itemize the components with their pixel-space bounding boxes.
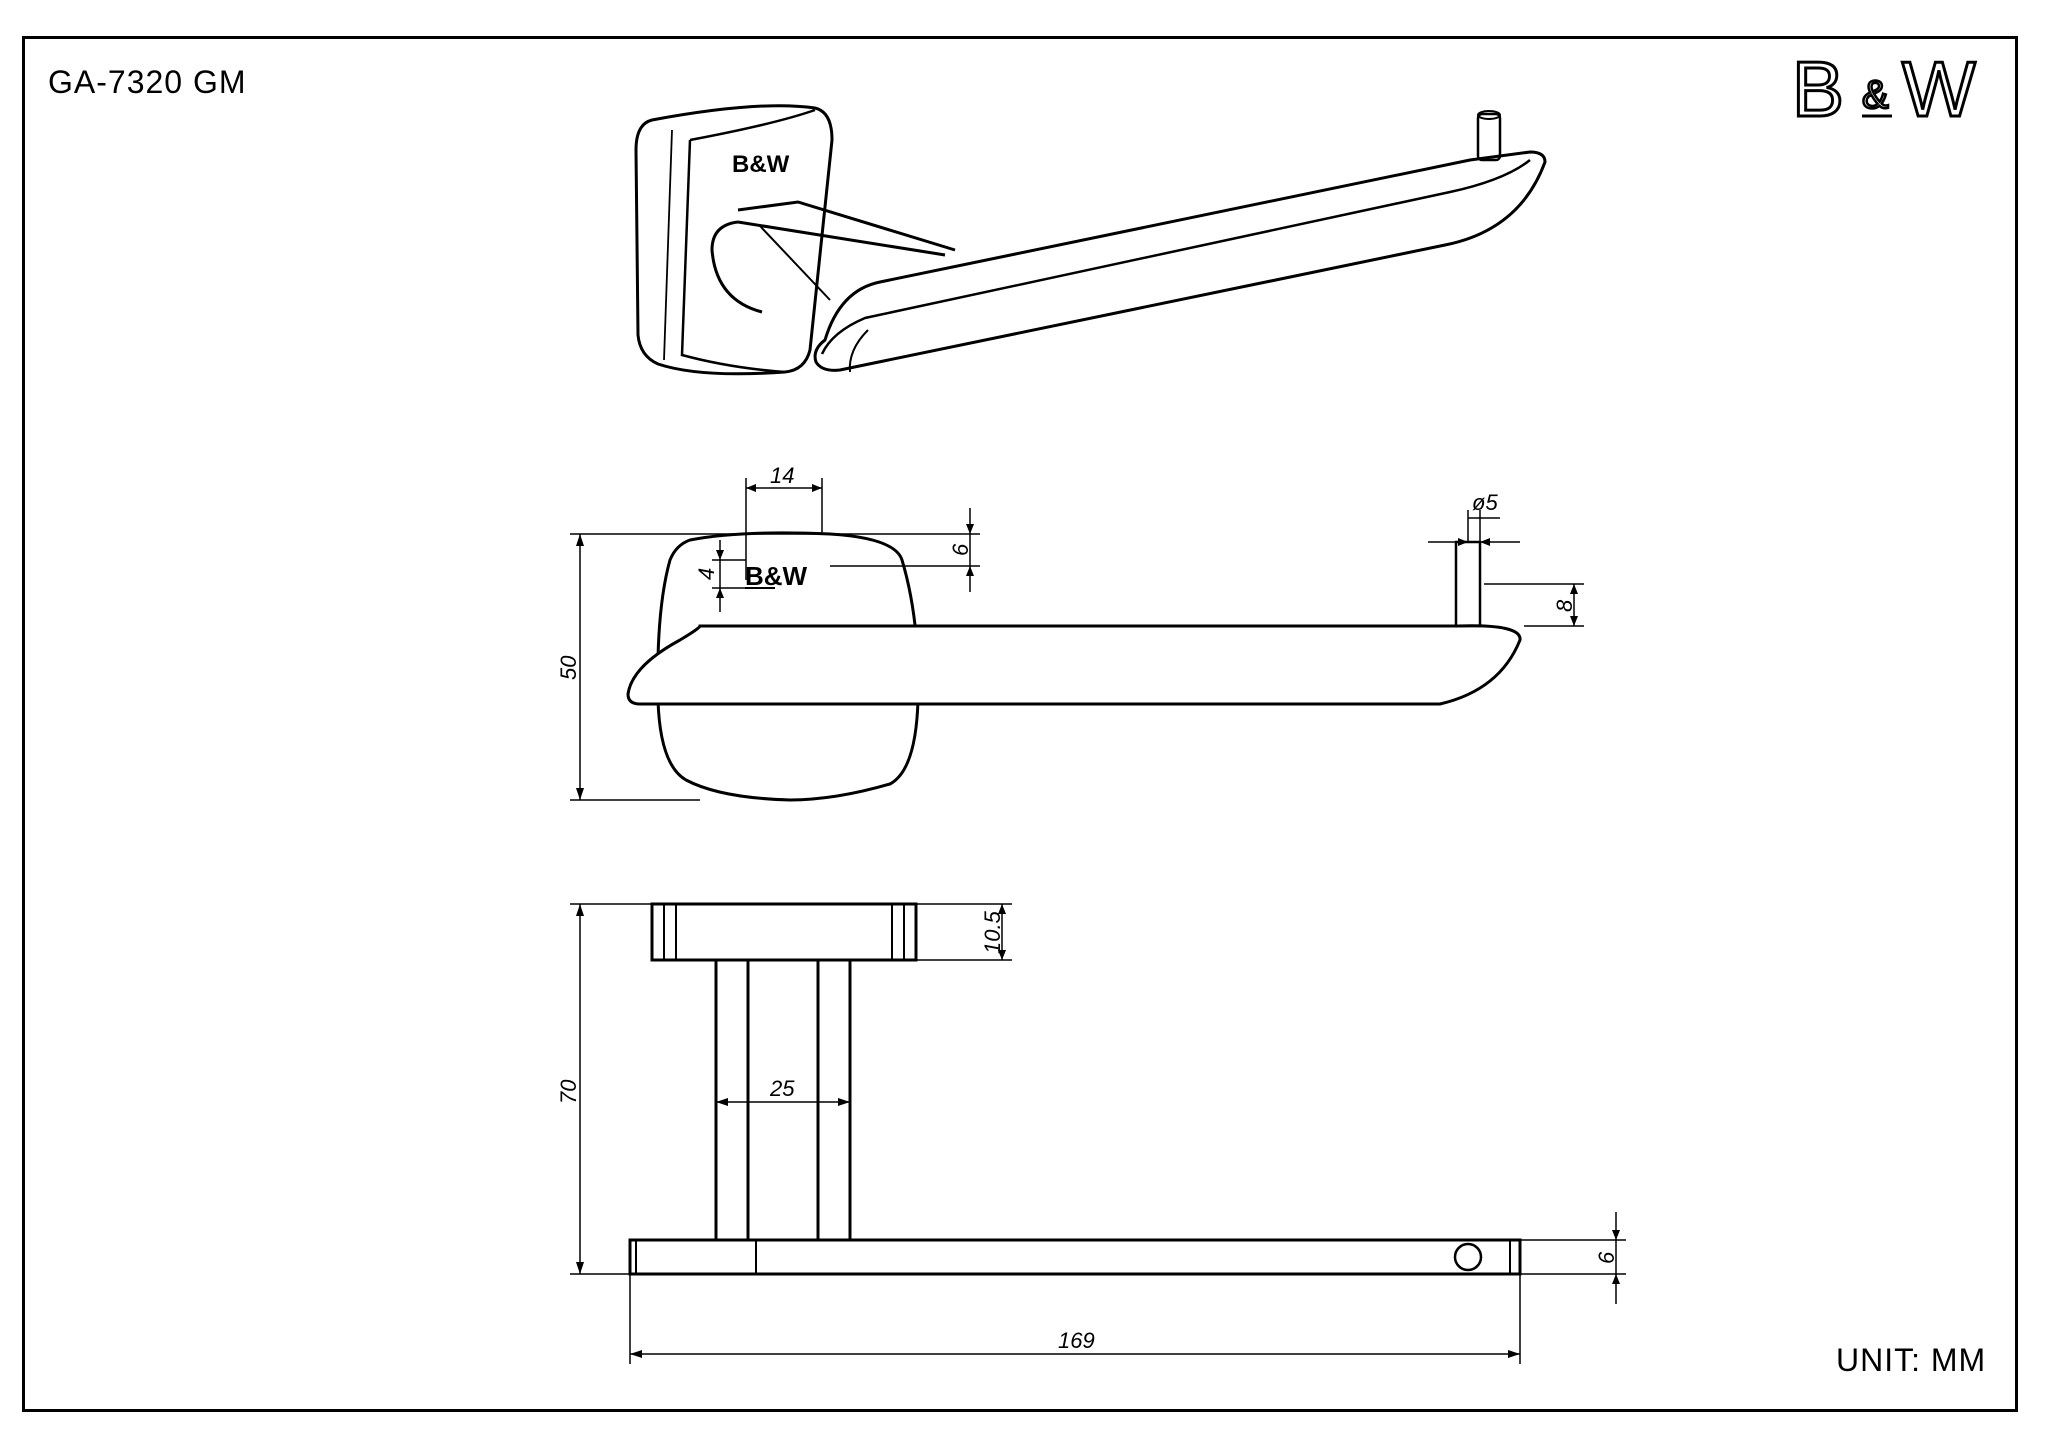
- drawing-sheet-border: [22, 36, 2018, 1412]
- dim-front-rod-width: 14: [770, 463, 794, 488]
- unit-label: UNIT: MM: [1836, 1342, 1987, 1378]
- iso-product-logo: B&W: [732, 151, 790, 178]
- dim-front-pin-height: 8: [1552, 599, 1577, 612]
- brand-logo-w: W: [1902, 54, 1976, 126]
- front-view: B&W 14 6 4 ø5 8: [556, 463, 1584, 802]
- model-code-label: GA-7320 GM: [48, 64, 247, 100]
- top-view: 10.5 70 25 6 169: [556, 902, 1626, 1364]
- dim-top-total-depth: 70: [556, 1079, 581, 1104]
- brand-logo-b: B: [1792, 54, 1844, 126]
- dim-top-base-depth: 10.5: [980, 910, 1005, 954]
- dim-top-arm-thickness: 6: [1594, 1251, 1619, 1264]
- dim-top-arm-length: 169: [1058, 1328, 1095, 1353]
- brand-logo: B & W: [1792, 54, 1978, 126]
- isometric-view: B&W: [634, 104, 1547, 376]
- dim-front-height: 50: [556, 655, 581, 680]
- dim-front-logo-offset: 6: [948, 543, 973, 556]
- brand-logo-amp: &: [1862, 73, 1889, 117]
- dim-top-rod-diameter: 25: [769, 1076, 795, 1101]
- dim-front-logo-height: 4: [694, 568, 719, 580]
- dim-front-pin-diameter: ø5: [1472, 490, 1498, 515]
- front-product-logo: B&W: [745, 561, 808, 591]
